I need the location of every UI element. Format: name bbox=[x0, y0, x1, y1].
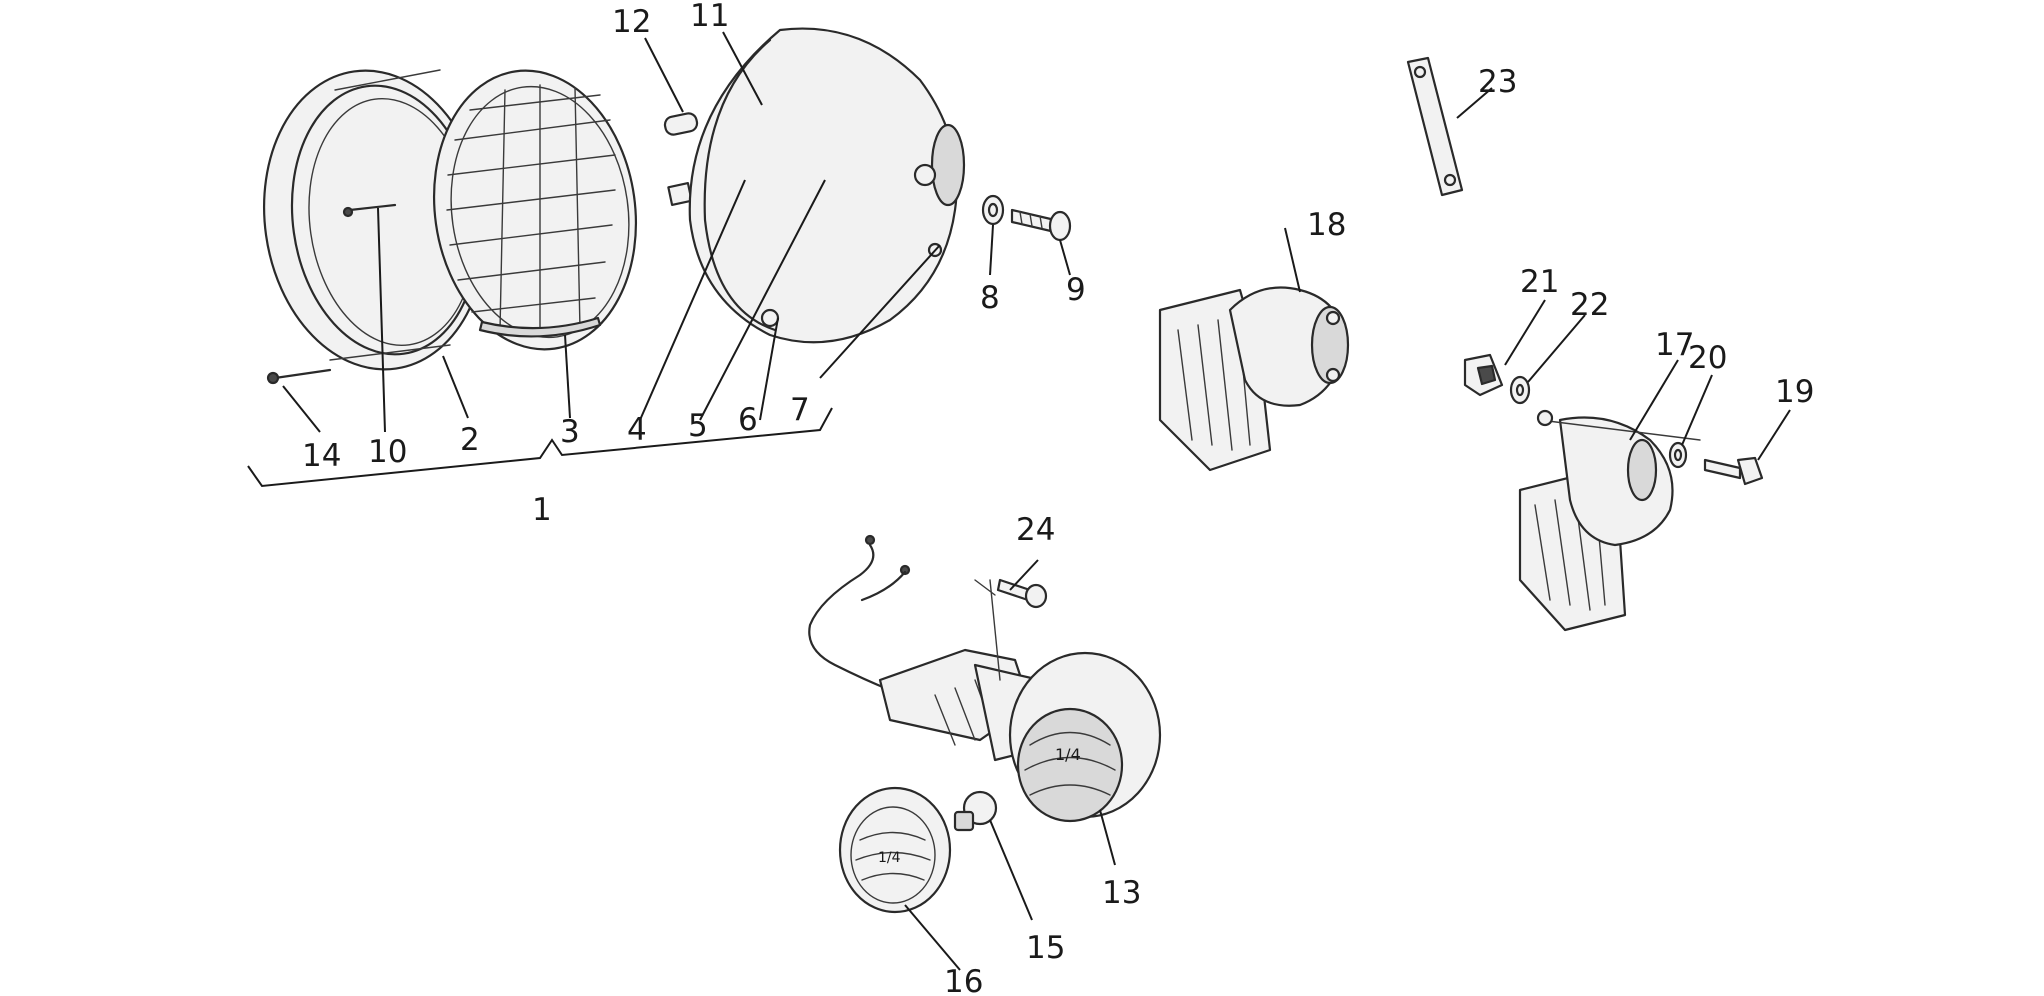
callout-7: 7 bbox=[790, 392, 810, 428]
turn-signal-bulb bbox=[953, 790, 998, 832]
callout-8: 8 bbox=[980, 280, 1000, 316]
horn-washer-outer bbox=[1668, 441, 1688, 469]
callout-11: 11 bbox=[690, 0, 729, 34]
turn-signal-screw bbox=[996, 578, 1048, 609]
callout-17: 17 bbox=[1655, 327, 1694, 363]
callout-24: 24 bbox=[1016, 512, 1055, 548]
horn-bolt bbox=[1703, 456, 1764, 486]
horn-left bbox=[1158, 286, 1350, 472]
callout-5: 5 bbox=[688, 408, 708, 444]
callout-23: 23 bbox=[1478, 64, 1517, 100]
callout-20: 20 bbox=[1688, 340, 1727, 376]
headlight-lens bbox=[432, 69, 638, 351]
callout-4: 4 bbox=[627, 412, 647, 448]
callout-3: 3 bbox=[560, 414, 580, 450]
callout-1: 1 bbox=[532, 492, 552, 528]
callout-6: 6 bbox=[738, 402, 758, 438]
rim-screw bbox=[266, 203, 397, 385]
callout-21: 21 bbox=[1520, 264, 1559, 300]
horn-bracket bbox=[1406, 56, 1464, 197]
horn-right bbox=[1518, 409, 1701, 632]
callout-9: 9 bbox=[1066, 272, 1086, 308]
parking-bulb bbox=[663, 112, 699, 206]
turn-signal-lens-housing: 1/4 bbox=[1008, 651, 1162, 823]
horn-washer-inner bbox=[1509, 375, 1531, 405]
callout-19: 19 bbox=[1775, 374, 1814, 410]
callout-12: 12 bbox=[612, 4, 651, 40]
headlight-shell bbox=[688, 27, 966, 344]
callout-22: 22 bbox=[1570, 287, 1609, 323]
turn-signal-lens: 1/4 bbox=[838, 786, 952, 914]
callout-14: 14 bbox=[302, 438, 341, 474]
headlight-assembly: 1/4 bbox=[262, 27, 1072, 385]
callout-16: 16 bbox=[944, 964, 983, 996]
callout-10: 10 bbox=[368, 434, 407, 470]
callout-15: 15 bbox=[1026, 930, 1065, 966]
shell-washer bbox=[981, 194, 1005, 226]
horn-nut bbox=[1463, 353, 1504, 397]
svg-text:1/4: 1/4 bbox=[1055, 745, 1081, 764]
leader-lines bbox=[247, 31, 1791, 971]
callout-13: 13 bbox=[1102, 875, 1141, 911]
callout-labels: 12 11 23 18 8 9 21 22 17 20 19 7 6 5 4 3… bbox=[302, 0, 1814, 996]
shell-screw bbox=[1010, 208, 1072, 242]
svg-text:1/4: 1/4 bbox=[878, 850, 901, 866]
callout-2: 2 bbox=[460, 422, 480, 458]
callout-18: 18 bbox=[1307, 207, 1346, 243]
